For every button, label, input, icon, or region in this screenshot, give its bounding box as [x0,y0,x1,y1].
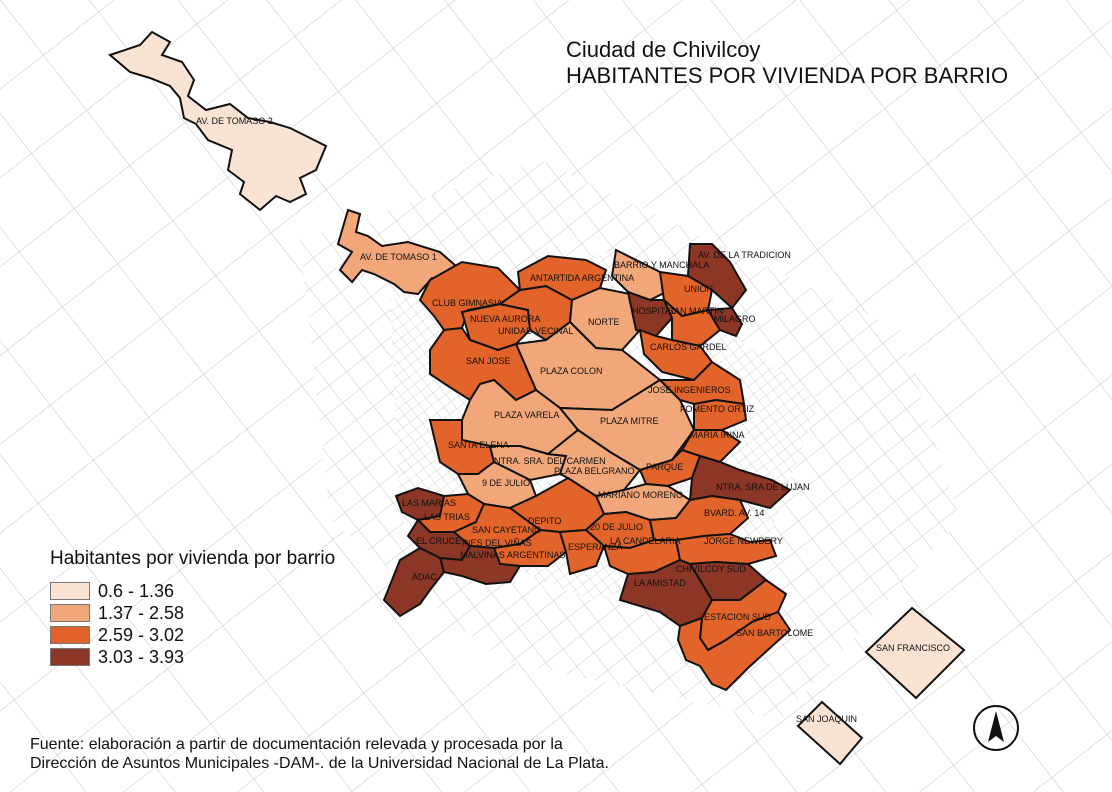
barrio-label: JORGE NEWBERY [704,536,783,546]
barrio-san-bartolome [676,610,792,692]
barrio-label: LA AMISTAD [634,578,686,588]
barrio-label: CARLOS GARDEL [650,342,727,352]
barrio-label: CHIVILCOY SUD [676,564,746,574]
barrio-label: BVARD. AV. 14 [704,508,764,518]
barrio-label: CLUB GIMNASIA [432,298,503,308]
barrio-label: AV. DE TOMASO 1 [360,252,437,262]
barrio-label: HOSPITAL [632,306,676,316]
legend-swatch [50,604,90,622]
barrio-manchala [610,248,672,302]
barrio-label: PLAZA BELGRANO [554,466,635,476]
barrio-av-de-tomaso-1 [336,208,458,296]
barrio-label: MARIA IRINA [690,430,745,440]
barrio-label: MALVINAS ARGENTINAS [460,550,565,560]
source-line-2: Dirección de Asuntos Municipales -DAM-. … [30,755,609,772]
barrio-esperanza [558,528,606,576]
map-title-line2: HABITANTES POR VIVIENDA POR BARRIO [566,63,1009,88]
legend-item: 2.59 - 3.02 [50,624,335,646]
legend-swatch [50,648,90,666]
barrio-label: SAN MARTIN [668,306,723,316]
barrio-malvinas [438,544,522,586]
barrio-label: PIES DEL VIÑAS [462,538,532,548]
legend-label: 1.37 - 2.58 [98,602,185,623]
barrio-label: NORTE [588,317,619,327]
barrio-label: SAN FRANCISCO [876,643,950,653]
barrio-label: SAN BARTOLOME [736,628,813,638]
barrio-label: NTRA. SRA. DEL CARMEN [494,456,606,466]
legend-swatch [50,626,90,644]
source-note: Fuente: elaboración a partir de document… [30,735,609,773]
barrio-label: AV. DE LA TRADICION [698,250,791,260]
barrio-label: JOSE INGENIEROS [648,385,731,395]
barrio-label: ESPERANZA [568,542,623,552]
source-line-1: Fuente: elaboración a partir de document… [30,736,563,753]
legend-label: 2.59 - 3.02 [98,624,185,645]
barrio-label: 20 DE JULIO [590,522,643,532]
barrio-label: PLAZA MITRE [600,416,659,426]
barrio-label: SAN JOSE [466,356,511,366]
map-title-line1: Ciudad de Chivilcoy [566,37,761,62]
barrio-san-francisco [864,606,966,700]
barrio-label: LA CANDELARIA [610,536,681,546]
barrio-label: UNION [684,284,713,294]
barrio-label: NUEVA AURORA [470,314,540,324]
barrio-san-joaquin [796,700,864,766]
north-arrow-icon [973,705,1019,751]
barrio-label: EL CRUCE [416,536,461,546]
barrio-label: FOMENTO ORTIZ [680,404,755,414]
barrio-label: DEPITO [528,516,561,526]
barrio-adac [382,546,446,618]
legend-item: 0.6 - 1.36 [50,580,335,602]
barrio-label: MARIANO MORENO [598,490,683,500]
barrio-milagro [706,306,744,338]
barrio-label: 9 DE JULIO [482,478,530,488]
barrio-label: LAS MARIAS [402,498,456,508]
barrio-label: PLAZA VARELA [494,410,559,420]
barrio-label: ESTACION SUD [704,612,771,622]
barrio-label: LAS TRIAS [424,512,470,522]
barrio-label: NTRA. SRA DE LUJAN [716,482,810,492]
barrio-label: SANTA ELENA [448,440,509,450]
barrio-av-de-tomaso-2 [108,30,328,212]
barrio-san-martin [663,299,722,348]
barrio-label: MILAGRO [714,314,756,324]
legend-swatch [50,582,90,600]
legend-title: Habitantes por vivienda por barrio [50,548,336,569]
barrio-label: AV. DE TOMASO 2 [196,116,273,126]
barrio-label: BARRIO Y MANCHALA [614,260,709,270]
barrio-label: UNIDAD VECINAL [498,326,574,336]
barrio-label: PARQUE [646,462,683,472]
barrio-label: SAN JOAQUIN [796,714,857,724]
legend-label: 0.6 - 1.36 [98,580,175,601]
legend-item: 3.03 - 3.93 [50,646,335,668]
barrio-label: ADAC [412,572,438,582]
legend-item: 1.37 - 2.58 [50,602,335,624]
legend-label: 3.03 - 3.93 [98,646,185,667]
barrio-label: ANTARTIDA ARGENTINA [530,273,634,283]
barrio-label: SAN CAYETANO [472,525,541,535]
legend: Habitantes por vivienda por barrio 0.6 -… [50,548,335,668]
barrio-label: PLAZA COLON [540,366,603,376]
